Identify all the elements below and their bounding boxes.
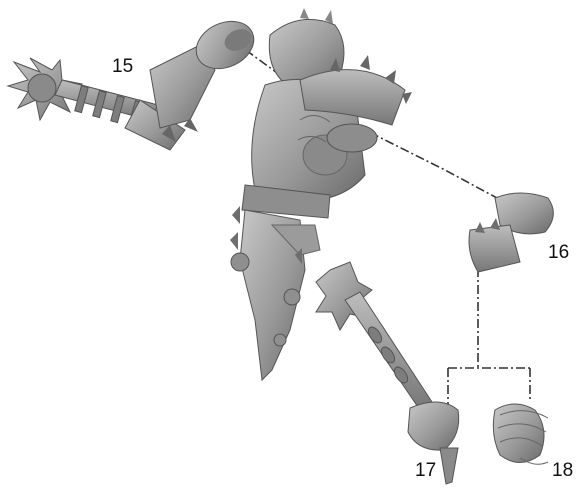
leader-line-16 <box>355 125 510 205</box>
mace-hand-icon <box>316 262 459 484</box>
callout-16: 16 <box>548 242 569 263</box>
gauntlet-hand-icon <box>469 193 553 272</box>
armored-warrior-body-icon <box>230 8 412 380</box>
callout-17: 17 <box>415 460 436 481</box>
callout-18: 18 <box>552 460 573 481</box>
spiked-mace-arm-icon <box>8 12 261 150</box>
callout-15: 15 <box>112 56 133 77</box>
open-hand-icon <box>493 404 548 464</box>
